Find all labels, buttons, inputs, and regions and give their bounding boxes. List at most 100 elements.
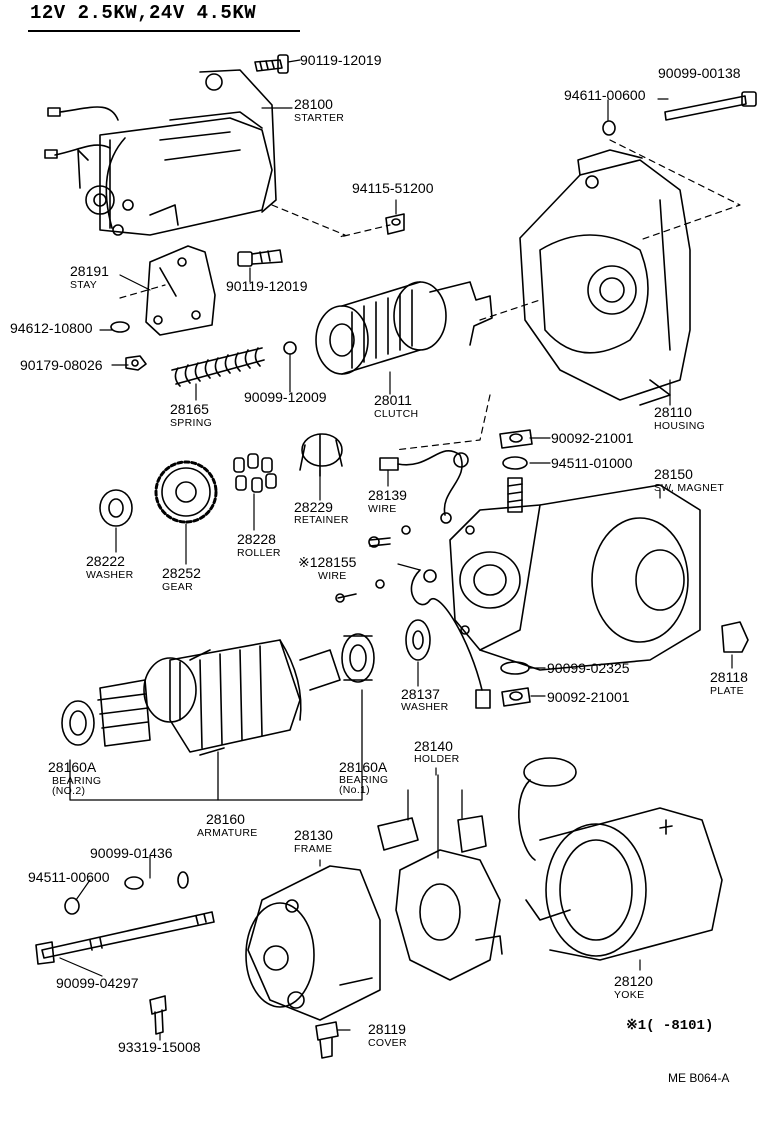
- part-number-28011: 28011: [374, 392, 412, 408]
- part-number-28100: 28100: [294, 96, 333, 112]
- part-number-90099-01436: 90099-01436: [90, 845, 173, 861]
- part-number-28222: 28222: [86, 553, 125, 569]
- frame-drawing: [245, 865, 381, 1021]
- washer-94115-51200: [385, 213, 405, 235]
- part-name-roller: ROLLER: [237, 547, 281, 559]
- cover-drawing: [315, 1021, 339, 1059]
- part-number-93319-15008: 93319-15008: [118, 1039, 201, 1055]
- part-number-28137: 28137: [401, 686, 440, 702]
- washer-94511-01000: [502, 456, 528, 470]
- nut-90092-21001-bot: [501, 687, 531, 707]
- ball-90099-12009: [283, 341, 297, 355]
- through-bolt-drawing: [35, 911, 215, 965]
- part-number-90099-00138: 90099-00138: [658, 65, 741, 81]
- part-number-28165: 28165: [170, 401, 209, 417]
- part-name-cover: COVER: [368, 1037, 407, 1049]
- magnet-switch-drawing: [449, 477, 701, 671]
- part-number-28228: 28228: [237, 531, 276, 547]
- washer-94511-00600-bot: [64, 897, 80, 915]
- nut-90092-21001-top: [499, 429, 533, 449]
- armature-drawing: [97, 639, 341, 756]
- part-name-plate: PLATE: [710, 685, 744, 697]
- bolt-93319-15008: [149, 995, 167, 1035]
- part-number-28150: 28150: [654, 466, 693, 482]
- part-number-28191: 28191: [70, 263, 109, 279]
- washer-90099-01436: [124, 876, 144, 890]
- part-name-frame: FRAME: [294, 843, 333, 855]
- small-screws: [335, 525, 411, 603]
- part-number-90099-02325: 90099-02325: [547, 660, 630, 676]
- washer-28222-drawing: [99, 489, 133, 527]
- part-number-94612-10800: 94612-10800: [10, 320, 93, 336]
- part-name-bearing-no1: BEARING: [339, 774, 389, 786]
- part-name-sw-magnet: SW, MAGNET: [654, 482, 725, 494]
- part-name-armature: ARMATURE: [197, 827, 258, 839]
- part-number-90179-08026: 90179-08026: [20, 357, 103, 373]
- retainer-drawing: [299, 433, 343, 477]
- diagram-title: 12V 2.5KW,24V 4.5KW: [30, 2, 257, 24]
- part-number-90119-12019-mid: 90119-12019: [226, 278, 308, 294]
- part-name-washer-28137: WASHER: [401, 701, 449, 713]
- part-name-clutch: CLUTCH: [374, 408, 419, 420]
- part-name-spring: SPRING: [170, 417, 213, 429]
- plate-drawing: [721, 621, 749, 653]
- part-number-28155: ※128155: [298, 554, 357, 570]
- bolt-90099-00138: [664, 91, 757, 121]
- washer-small: [177, 871, 189, 889]
- bolt-90119-12019-top: [254, 54, 289, 74]
- wire-28155-drawing: [410, 569, 491, 709]
- part-detail-bearing-no2: (NO.2): [52, 785, 86, 797]
- part-number-90092-21001-top: 90092-21001: [551, 430, 634, 446]
- title-underline: [28, 30, 300, 32]
- housing-drawing: [519, 149, 691, 406]
- part-name-housing: HOUSING: [654, 420, 706, 432]
- part-name-starter: STARTER: [294, 112, 345, 124]
- armature-brackets: [69, 689, 363, 801]
- part-name-wire-28139: WIRE: [368, 503, 397, 515]
- part-number-28118: 28118: [710, 669, 748, 685]
- nut-90179-08026: [125, 355, 147, 371]
- stay-bracket: [145, 245, 216, 336]
- holder-drawing: [377, 774, 503, 981]
- starter-assembly-drawing: [44, 69, 277, 236]
- spring-coil: [171, 347, 265, 387]
- part-number-28160: 28160: [206, 811, 245, 827]
- gear-drawing: [154, 460, 218, 524]
- washer-94611-00600-top: [602, 120, 616, 136]
- part-number-94611-00600-top: 94611-00600: [564, 87, 646, 103]
- part-name-wire-28155: WIRE: [318, 570, 347, 582]
- part-number-28120: 28120: [614, 973, 653, 989]
- footnote-mark: ※1( -8101): [626, 1018, 714, 1034]
- part-name-bearing-no2: BEARING: [52, 775, 102, 787]
- part-number-28160a-no1: 28160A: [339, 759, 388, 775]
- part-number-90099-04297: 90099-04297: [56, 975, 139, 991]
- part-number-28229: 28229: [294, 499, 333, 515]
- bolt-90119-12019-mid: [237, 249, 283, 267]
- part-name-holder: HOLDER: [414, 753, 460, 765]
- part-number-94115-51200: 94115-51200: [352, 180, 434, 196]
- part-number-94511-00600-bot: 94511-00600: [28, 869, 110, 885]
- alignment-lines-top: [119, 139, 741, 451]
- part-number-90092-21001-bot: 90092-21001: [547, 689, 630, 705]
- part-number-28130: 28130: [294, 827, 333, 843]
- part-number-28119: 28119: [368, 1021, 406, 1037]
- part-name-stay: STAY: [70, 279, 98, 291]
- part-number-28160a-no2: 28160A: [48, 759, 97, 775]
- rollers-drawing: [233, 453, 277, 493]
- part-number-28110: 28110: [654, 404, 692, 420]
- part-number-90119-12019-top: 90119-12019: [300, 52, 382, 68]
- part-name-yoke: YOKE: [614, 989, 645, 1001]
- washer-90099-02325: [500, 661, 530, 675]
- yoke-drawing: [518, 757, 723, 961]
- drawing-code: ME B064-A: [668, 1071, 730, 1085]
- bearing-no2-drawing: [61, 700, 95, 746]
- part-name-gear: GEAR: [162, 581, 193, 593]
- part-name-washer-28222: WASHER: [86, 569, 134, 581]
- washer-28137-drawing: [405, 619, 431, 661]
- part-detail-bearing-no1: (No.1): [339, 784, 370, 796]
- part-number-28252: 28252: [162, 565, 201, 581]
- part-number-28140: 28140: [414, 738, 453, 754]
- wire-28139-drawing: [379, 449, 469, 524]
- washer-94612-10800: [110, 321, 130, 333]
